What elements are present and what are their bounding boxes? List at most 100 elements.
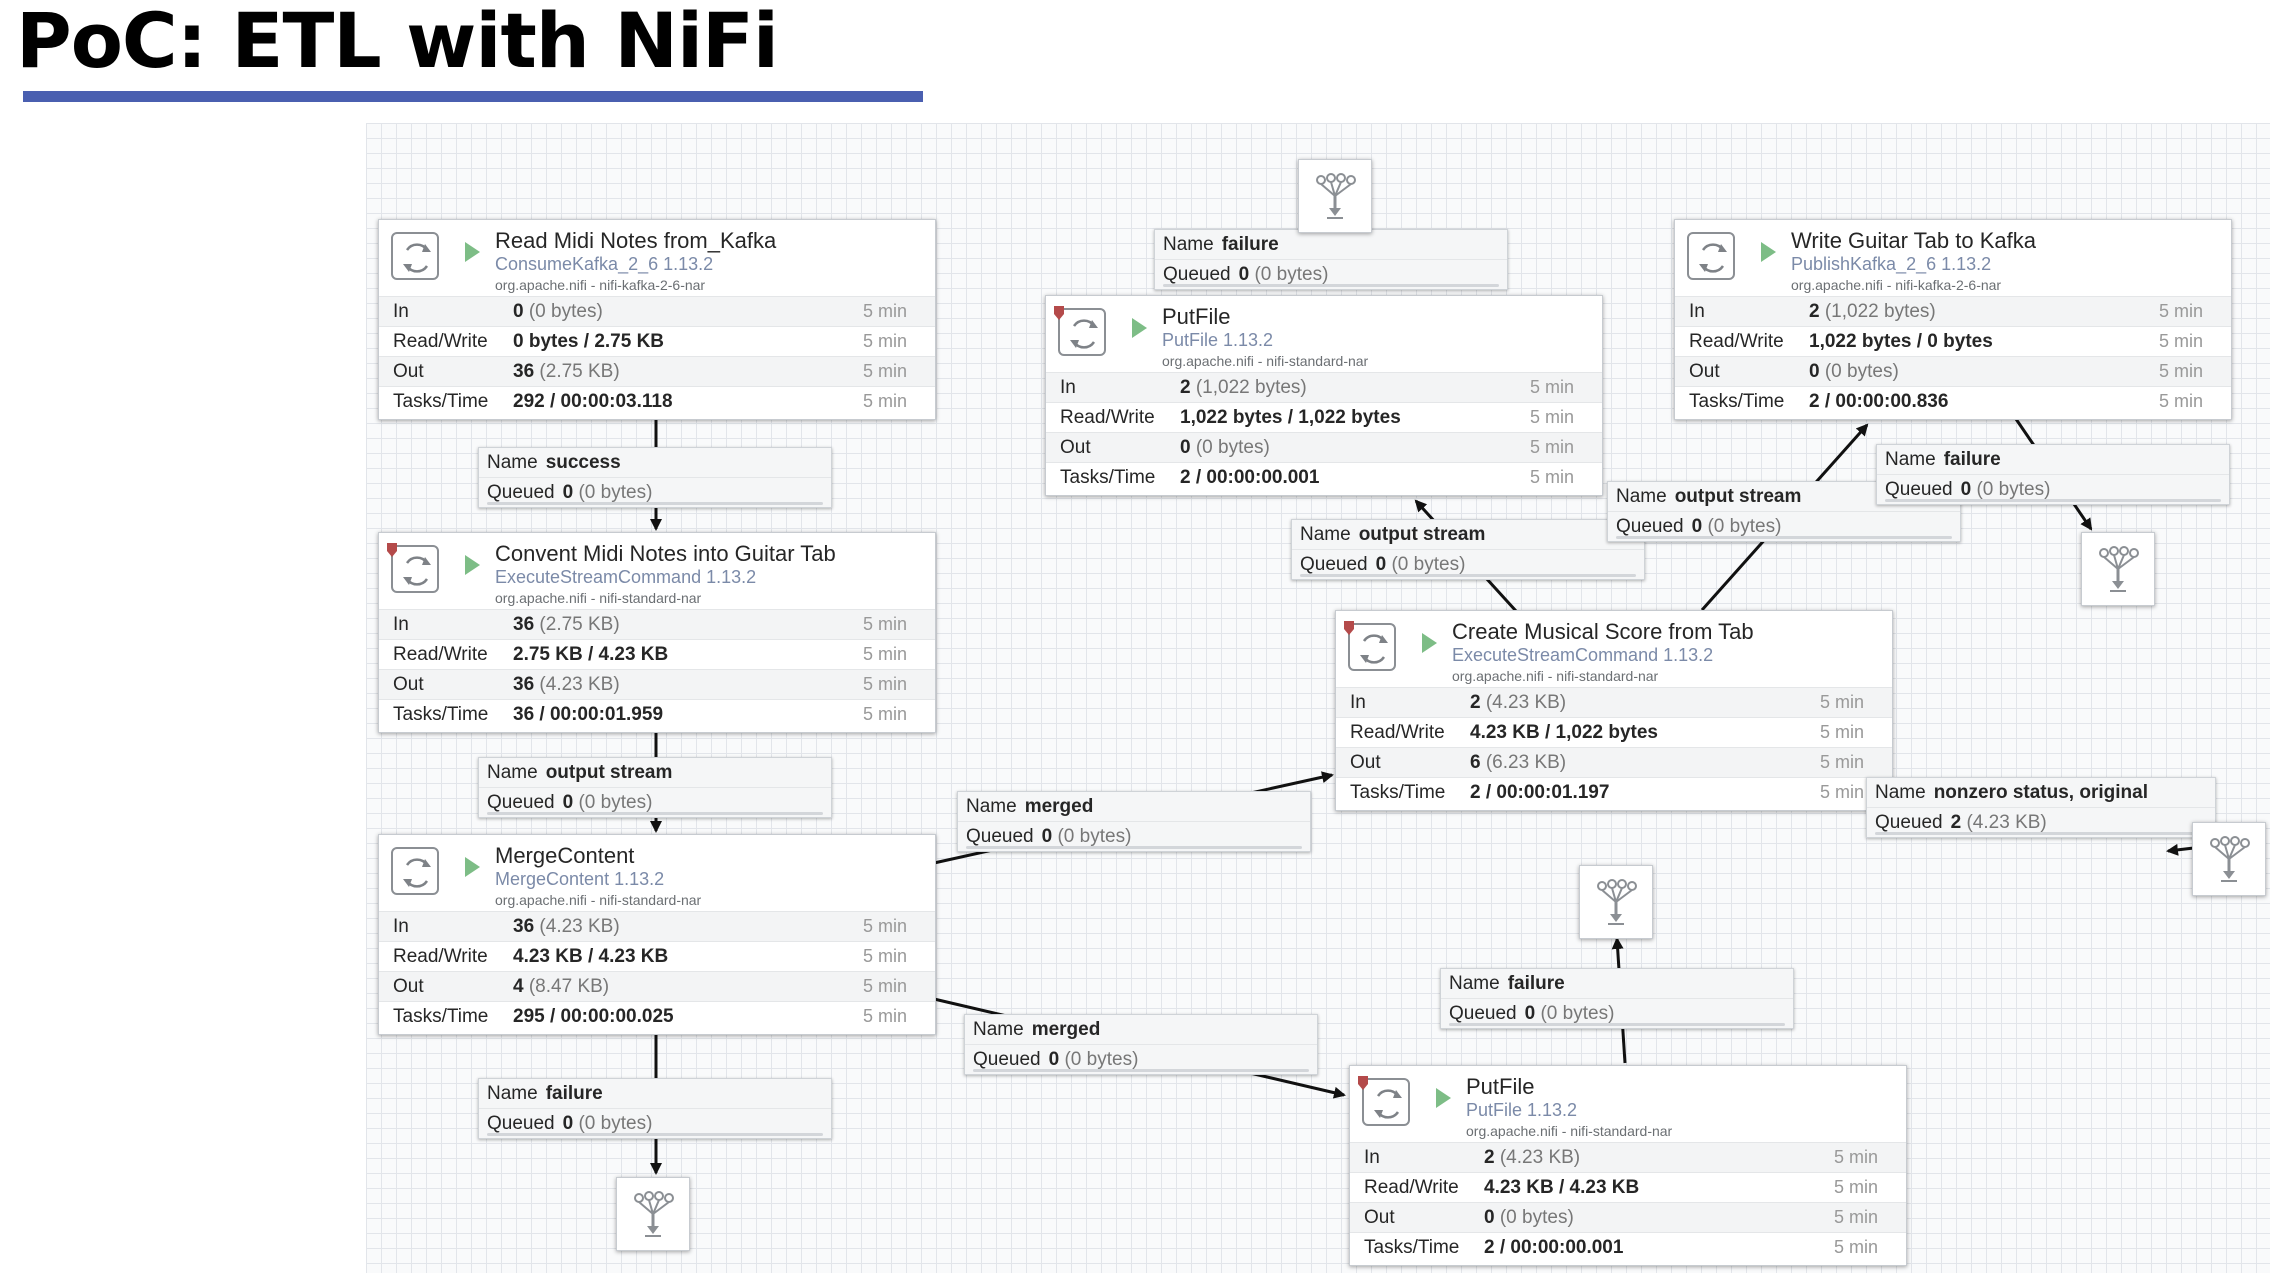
processor-bundle: org.apache.nifi - nifi-kafka-2-6-nar [1791,277,2002,293]
queued-count: 0 [562,1113,574,1134]
stat-label: In [393,916,409,937]
stat-value-sub: (8.47 KB) [528,976,610,997]
processor-name: Write Guitar Tab to Kafka [1791,228,2036,253]
stat-label: Read/Write [1364,1177,1459,1198]
stat-period: 5 min [862,391,907,411]
stat-value: 6 (6.23 KB) [1470,748,1566,777]
stat-value-main: 292 / 00:00:03.118 [513,391,673,412]
stat-value: 2.75 KB / 4.23 KB [513,640,668,669]
funnel-right-middle[interactable] [2192,822,2266,896]
processor-name: Convent Midi Notes into Guitar Tab [495,541,836,566]
queued-count: 2 [1950,812,1962,833]
stat-value: 2 (1,022 bytes) [1180,373,1307,402]
connection-queued-label: Queued [1163,264,1231,285]
stat-value: 0 (0 bytes) [1180,433,1270,462]
stat-period: 5 min [862,916,907,936]
stat-value: 0 bytes / 2.75 KB [513,327,664,356]
processor-bundle: org.apache.nifi - nifi-standard-nar [1466,1123,1673,1139]
queued-size: (0 bytes) [1057,826,1132,847]
funnel-center[interactable] [1579,865,1653,939]
funnel-top[interactable] [1298,159,1372,233]
stat-value-main: 4.23 KB / 4.23 KB [1484,1177,1640,1198]
queue-progress-bar [487,812,823,815]
stat-value-sub: (0 bytes) [1824,361,1899,382]
queued-size: (0 bytes) [1976,479,2051,500]
connection-queued-value: 0 (0 bytes) [1042,826,1132,847]
connection-name: failure [1507,973,1565,994]
queued-size: (0 bytes) [1540,1003,1615,1024]
processor-bundle: org.apache.nifi - nifi-standard-nar [1162,353,1369,369]
invalid-warning-icon [387,543,397,557]
queued-count: 0 [562,482,574,503]
run-status-icon [1422,633,1437,653]
connection-queued-value: 0 (0 bytes) [1376,554,1466,575]
stat-value-main: 36 [513,361,535,382]
stat-value: 36 (2.75 KB) [513,357,620,386]
connection-name-label: Name [966,796,1017,817]
funnel-right-upper[interactable] [2081,532,2155,606]
stat-value-main: 2 / 00:00:00.001 [1180,467,1320,488]
stat-period: 5 min [1529,407,1574,427]
processor-name: MergeContent [495,843,635,868]
title-underline [23,91,923,102]
stat-period: 5 min [862,331,907,351]
processor-icon [1362,1078,1410,1126]
queue-progress-bar [487,502,823,505]
stat-value-main: 36 / 00:00:01.959 [513,704,664,725]
stat-value-main: 1,022 bytes / 1,022 bytes [1180,407,1401,428]
stat-label: In [1060,377,1076,398]
stat-label: Out [393,361,424,382]
stat-period: 5 min [1833,1177,1878,1197]
queue-progress-bar [1875,832,2207,835]
processor-type: MergeContent 1.13.2 [495,869,665,889]
stat-label: Read/Write [393,946,488,967]
funnel-bottom-left[interactable] [616,1177,690,1251]
connection-queued-label: Queued [487,482,555,503]
connection-name-label: Name [1449,973,1500,994]
run-status-icon [1132,318,1147,338]
connection-queued-value: 0 (0 bytes) [1692,516,1782,537]
stat-value: 295 / 00:00:00.025 [513,1002,674,1031]
connection-name-row: Name failure [1441,969,1793,998]
stat-value: 36 (4.23 KB) [513,670,620,699]
connection-queued-label: Queued [1885,479,1953,500]
stat-period: 5 min [862,644,907,664]
stat-value-main: 6 [1470,752,1481,773]
queue-progress-bar [1885,499,2221,502]
stat-value: 2 (4.23 KB) [1484,1143,1580,1172]
run-status-icon [1436,1088,1451,1108]
invalid-warning-icon [1344,621,1354,635]
stat-period: 5 min [862,361,907,381]
